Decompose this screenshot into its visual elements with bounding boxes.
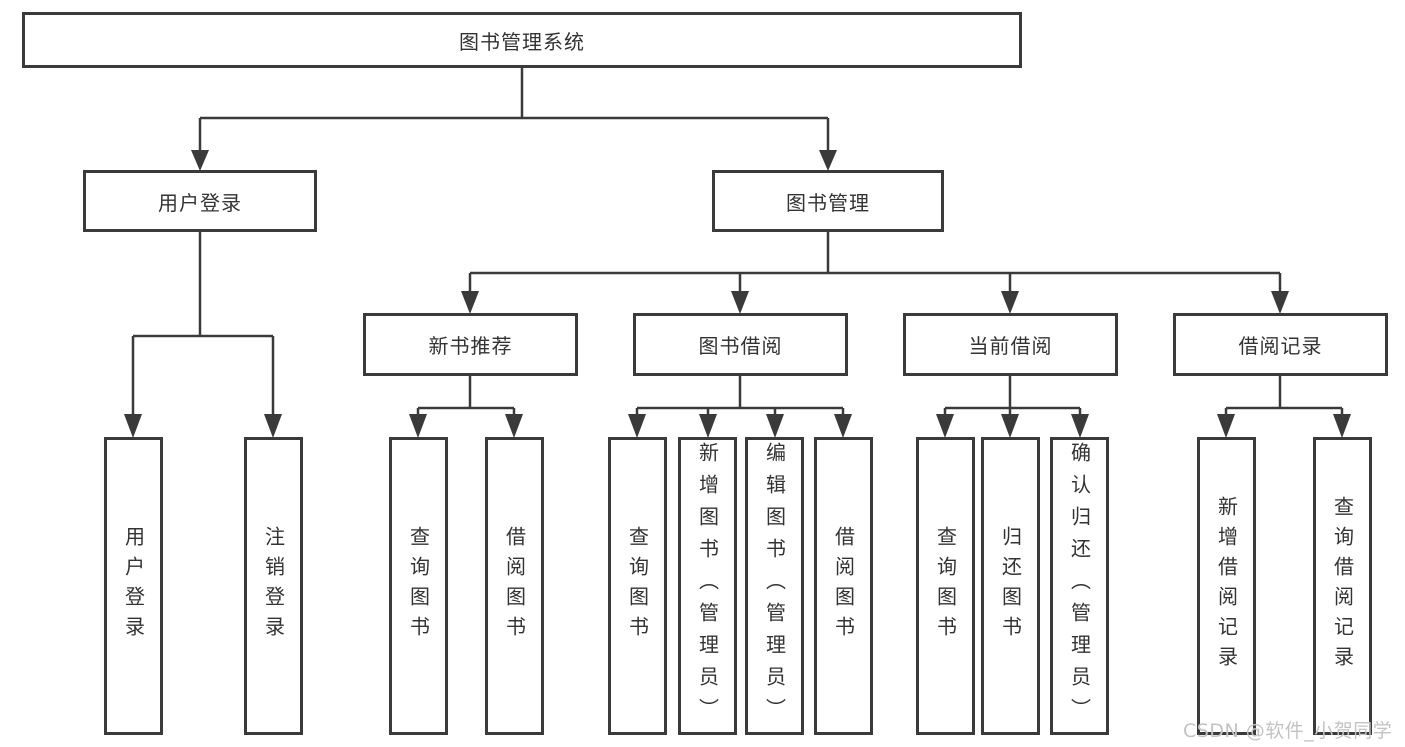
leaf-borrow-books-recommend: 借阅图书 [485, 437, 544, 735]
csdn-watermark: CSDN @软件_小贺同学 [1183, 720, 1393, 742]
node-user-login: 用户登录 [83, 170, 317, 232]
leaf-query-books-borrow: 查询图书 [608, 437, 667, 735]
node-label: 用户登录 [158, 190, 242, 215]
leaf-borrow-books: 借阅图书 [814, 437, 873, 735]
node-label: 当前借阅 [968, 334, 1053, 358]
leaf-label: 借阅图书 [502, 526, 527, 646]
leaf-label: 注销登录 [261, 526, 286, 646]
leaf-label: 用户登录 [121, 526, 146, 646]
connector-records-to-leaves [1217, 374, 1351, 438]
node-label: 图书借阅 [698, 334, 783, 358]
node-label: 图书管理系统 [459, 29, 585, 54]
leaf-edit-books-admin: 编辑图书（管理员） [745, 437, 804, 735]
leaf-add-books-admin: 新增图书（管理员） [678, 437, 737, 735]
connector-recommend-to-leaves [409, 374, 523, 438]
leaf-add-borrow-record: 新增借阅记录 [1197, 437, 1256, 735]
connector-current-to-leaves [936, 374, 1089, 438]
node-new-book-recommend: 新书推荐 [363, 313, 578, 376]
node-book-borrow: 图书借阅 [633, 313, 848, 376]
node-borrow-records: 借阅记录 [1173, 313, 1388, 376]
connector-login-to-leaves [124, 230, 282, 438]
leaf-query-books-current: 查询图书 [916, 437, 975, 735]
leaf-label: 查询借阅记录 [1330, 496, 1355, 676]
leaf-label: 查询图书 [406, 526, 431, 646]
leaf-label: 归还图书 [998, 526, 1023, 646]
leaf-label: 查询图书 [933, 526, 958, 646]
leaf-label: 确认归还（管理员） [1067, 442, 1092, 730]
node-book-management: 图书管理 [712, 170, 944, 232]
leaf-logout: 注销登录 [244, 437, 303, 735]
leaf-label: 新增借阅记录 [1214, 496, 1239, 676]
node-label: 新书推荐 [428, 334, 513, 358]
leaf-confirm-return-admin: 确认归还（管理员） [1050, 437, 1109, 735]
node-label: 借阅记录 [1238, 334, 1323, 358]
node-library-management-system: 图书管理系统 [22, 12, 1022, 68]
connector-borrow-to-leaves [628, 374, 852, 438]
leaf-label: 借阅图书 [831, 526, 856, 646]
node-current-borrow: 当前借阅 [903, 313, 1118, 376]
leaf-return-books: 归还图书 [981, 437, 1040, 735]
leaf-label: 查询图书 [625, 526, 650, 646]
node-label: 图书管理 [786, 190, 870, 215]
connector-root-to-level2 [191, 66, 837, 171]
leaf-label: 编辑图书（管理员） [762, 442, 787, 730]
leaf-label: 新增图书（管理员） [695, 442, 720, 730]
leaf-query-books-recommend: 查询图书 [389, 437, 448, 735]
connector-manage-to-level3 [461, 230, 1289, 314]
leaf-query-borrow-record: 查询借阅记录 [1313, 437, 1372, 735]
leaf-user-login: 用户登录 [104, 437, 163, 735]
